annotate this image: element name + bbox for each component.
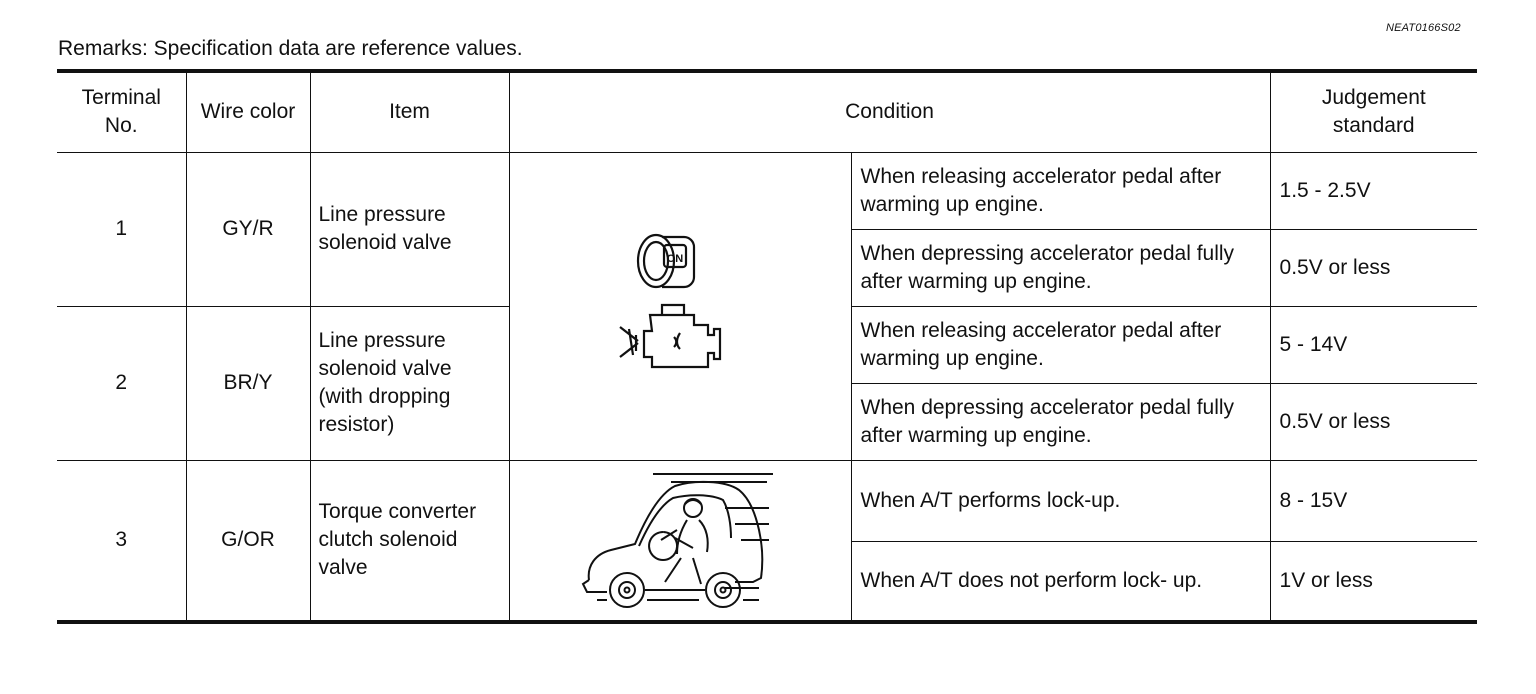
item-cell: Torque converter clutch solenoid valve <box>309 459 510 623</box>
wire-color-cell: GY/R <box>185 151 311 307</box>
ignition-key-on-icon: ON <box>619 233 722 369</box>
condition-cell: When A/T does not perform lock- up. <box>851 540 1271 623</box>
condition-icon-cell-driving <box>508 459 852 623</box>
ignition-on-label: ON <box>667 253 684 265</box>
table-row: 2 BR/Y Line pressure solenoid valve (wit… <box>57 305 1478 461</box>
header-item: Item <box>309 70 510 153</box>
table-row: When depressing accelerator pedal fully … <box>57 228 1478 307</box>
terminal-no-cell: 1 <box>57 151 187 307</box>
wire-color-cell: G/OR <box>185 459 311 623</box>
wire-color-cell: BR/Y <box>185 305 311 461</box>
judgement-cell: 1.5 - 2.5V <box>1269 151 1478 230</box>
table-row: When A/T does not perform lock- up. 1V o… <box>57 540 1478 623</box>
remarks-text: Remarks: Specification data are referenc… <box>58 37 523 60</box>
item-cell: Line pressure solenoid valve <box>309 151 510 307</box>
table-row: When depressing accelerator pedal fully … <box>57 382 1478 461</box>
condition-cell: When A/T performs lock-up. <box>850 459 1271 542</box>
terminal-no-cell: 2 <box>57 305 187 461</box>
table-row: 1 GY/R Line pressure solenoid valve <box>57 151 1478 461</box>
condition-cell: When depressing accelerator pedal fully … <box>851 228 1271 307</box>
header-terminal-no: Terminal No. <box>57 70 187 153</box>
condition-cell: When depressing accelerator pedal fully … <box>851 382 1271 461</box>
item-cell: Line pressure solenoid valve (with dropp… <box>309 305 510 461</box>
judgement-cell: 5 - 14V <box>1269 305 1478 384</box>
document-reference-code: NEAT0166S02 <box>1386 22 1461 34</box>
condition-icon-cell-ignition: ON <box>508 151 852 461</box>
table-row: 3 G/OR Torque converter clutch solenoid … <box>57 459 1478 623</box>
condition-cell: When releasing accelerator pedal after w… <box>850 305 1271 384</box>
condition-cell: When releasing accelerator pedal after w… <box>850 151 1271 230</box>
terminal-no-cell: 3 <box>57 459 187 623</box>
header-condition: Condition <box>508 70 1271 153</box>
table-header-row: Terminal No. Wire color Item Condition J… <box>57 70 1478 153</box>
judgement-cell: 1V or less <box>1269 540 1478 623</box>
judgement-cell: 8 - 15V <box>1269 459 1478 542</box>
header-wire-color: Wire color <box>185 70 311 153</box>
judgement-cell: 0.5V or less <box>1269 382 1478 461</box>
vehicle-driving-icon <box>581 472 773 608</box>
header-judgement-standard: Judgement standard <box>1269 70 1478 153</box>
terminal-spec-table: Terminal No. Wire color Item Condition J… <box>57 69 1478 624</box>
judgement-cell: 0.5V or less <box>1269 228 1478 307</box>
